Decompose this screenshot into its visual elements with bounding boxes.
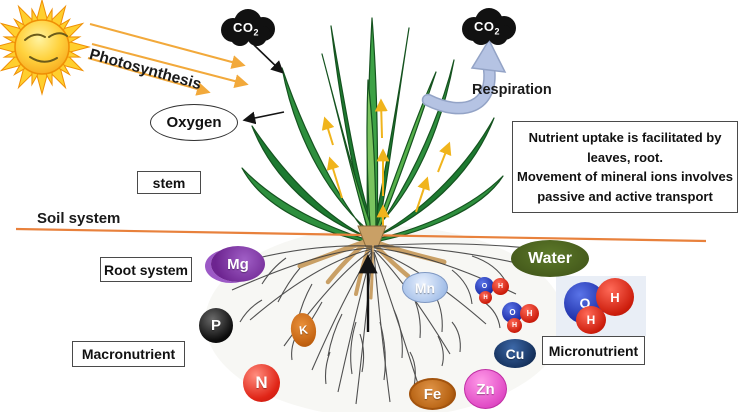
co2-cloud-left-icon <box>221 9 275 46</box>
co2-label-left: CO2 <box>233 20 260 38</box>
hydrogen-atom: H <box>507 318 522 333</box>
macronutrient-label-box: Macronutrient <box>72 341 185 367</box>
plant-to-oxygen-arrow-icon <box>242 111 285 125</box>
water-molecule-small-1: O H H <box>473 277 513 305</box>
co2-to-plant-arrow-icon <box>253 44 284 74</box>
note-line: leaves, root. <box>587 149 663 165</box>
hydrogen-atom: H <box>492 278 509 295</box>
macronutrient-label: Macronutrient <box>81 346 176 362</box>
plant-flow-arrows-icon <box>321 98 452 230</box>
note-line: Movement of mineral ions involves <box>517 169 733 184</box>
hydrogen-atom: H <box>596 278 634 316</box>
photosynthesis-arrows-icon <box>87 23 249 96</box>
oxygen-label: Oxygen <box>166 114 222 131</box>
note-line: passive and active transport <box>537 188 713 204</box>
hydrogen-atom: H <box>520 304 539 323</box>
sun-icon <box>0 0 91 96</box>
ion-mn: Mn <box>402 272 448 303</box>
oxygen-oval: Oxygen <box>150 104 238 141</box>
micronutrient-label: Micronutrient <box>548 342 639 359</box>
co2-label-right: CO2 <box>474 19 501 37</box>
respiration-label: Respiration <box>472 82 552 98</box>
water-molecule-large: O H H <box>560 278 642 334</box>
oxygen-atom: O <box>502 302 523 323</box>
stem-label-box: stem <box>137 171 201 194</box>
ion-zn: Zn <box>464 369 507 409</box>
note-line: Nutrient uptake is facilitated by <box>528 130 722 145</box>
soil-system-label: Soil system <box>37 210 121 227</box>
root-system-label: Root system <box>103 261 189 278</box>
soil-backdrop <box>205 226 565 412</box>
water-label: Water <box>528 249 572 267</box>
water-molecule-small-2: O H H <box>500 302 544 334</box>
micronutrient-label-box: Micronutrient <box>542 336 645 365</box>
ion-cu: Cu <box>494 339 536 368</box>
root-system-label-box: Root system <box>100 257 192 282</box>
hydrogen-atom: H <box>576 306 606 334</box>
ion-n: N <box>243 364 280 402</box>
plant-illustration <box>241 17 504 244</box>
hydrogen-atom: H <box>479 291 492 304</box>
note-box: Nutrient uptake is facilitated by leaves… <box>512 121 738 213</box>
ion-p: P <box>199 308 233 343</box>
water-ellipse: Water <box>511 240 589 277</box>
ion-mg: Mg <box>211 246 265 282</box>
co2-cloud-right-icon <box>462 8 516 45</box>
respiration-arrow-icon <box>421 38 507 115</box>
stem-label: stem <box>152 174 186 191</box>
ion-fe: Fe <box>409 378 456 410</box>
